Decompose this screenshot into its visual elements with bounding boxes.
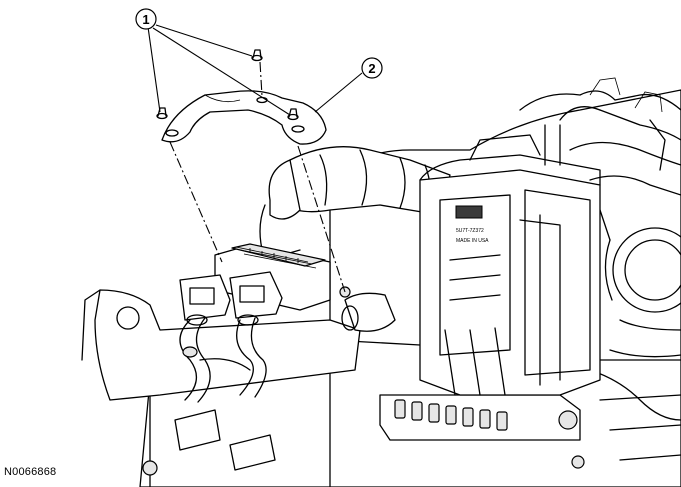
callout-1-label: 1 xyxy=(142,12,149,27)
intake-tube xyxy=(259,146,451,261)
callout-1: 1 xyxy=(135,8,157,30)
control-module xyxy=(179,243,331,403)
hose-fitting xyxy=(339,286,396,332)
module-origin-text: MADE IN USA xyxy=(456,238,489,244)
figure-id: N0066868 xyxy=(4,466,57,478)
manifold-housing: 5U7T-7Z372 MADE IN USA xyxy=(419,134,601,396)
mounting-bracket xyxy=(161,90,327,145)
alignment-lines xyxy=(169,61,346,293)
callout-2: 2 xyxy=(361,57,383,79)
bolt-2 xyxy=(251,49,263,62)
module-connector-left xyxy=(179,274,231,321)
module-connector-right xyxy=(229,271,283,319)
callout-2-label: 2 xyxy=(368,61,375,76)
callout-leaders xyxy=(147,24,363,116)
bolt-fasteners xyxy=(156,49,299,121)
wire-harness xyxy=(179,314,267,403)
frame-rail xyxy=(81,289,361,401)
bolt-row xyxy=(394,399,508,431)
module-part-number: 5U7T-7Z372 xyxy=(456,228,484,234)
bolt-1 xyxy=(156,107,168,120)
bolt-3 xyxy=(287,108,299,121)
